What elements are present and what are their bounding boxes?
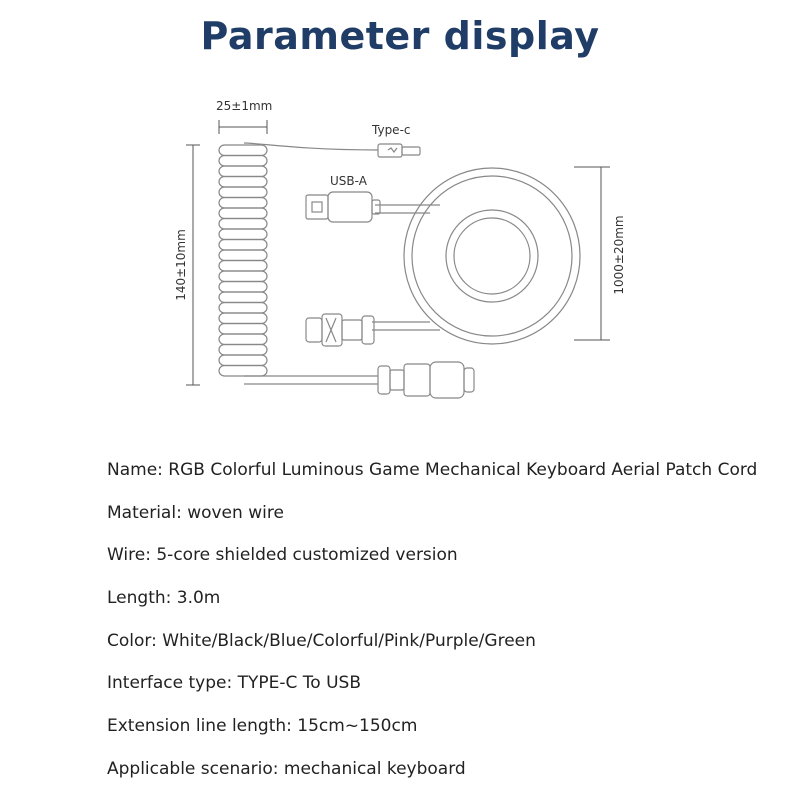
length-label: 1000±20mm bbox=[612, 215, 626, 294]
spec-applicable-scenario: Applicable scenario: mechanical keyboard bbox=[107, 758, 466, 779]
spec-interface-type: Interface type: TYPE-C To USB bbox=[107, 673, 361, 694]
spec-material: Material: woven wire bbox=[107, 502, 284, 523]
coil-width-label: 25±1mm bbox=[216, 99, 272, 113]
usb-a-connector bbox=[305, 191, 381, 223]
aviator-connector-male bbox=[377, 361, 475, 399]
aviator-connector-female bbox=[305, 313, 375, 347]
spec-extension-length: Extension line length: 15cm~150cm bbox=[107, 716, 418, 737]
cable-loop bbox=[372, 167, 581, 345]
spec-wire: Wire: 5-core shielded customized version bbox=[107, 545, 458, 566]
spec-length: Length: 3.0m bbox=[107, 588, 221, 609]
type-c-label: Type-c bbox=[371, 123, 411, 137]
type-c-connector bbox=[377, 143, 421, 158]
coil-section bbox=[218, 144, 268, 377]
coil-height-label: 140±10mm bbox=[174, 229, 188, 301]
spec-name: Name: RGB Colorful Luminous Game Mechani… bbox=[107, 460, 758, 480]
usb-a-label: USB-A bbox=[330, 174, 368, 188]
page-title: Parameter display bbox=[200, 14, 600, 58]
cable-diagram: 25±1mm Type-c USB-A 140±10mm 1000±20mm bbox=[174, 99, 626, 399]
spec-color: Color: White/Black/Blue/Colorful/Pink/Pu… bbox=[107, 630, 536, 651]
spec-list: Name: RGB Colorful Luminous Game Mechani… bbox=[107, 455, 787, 797]
